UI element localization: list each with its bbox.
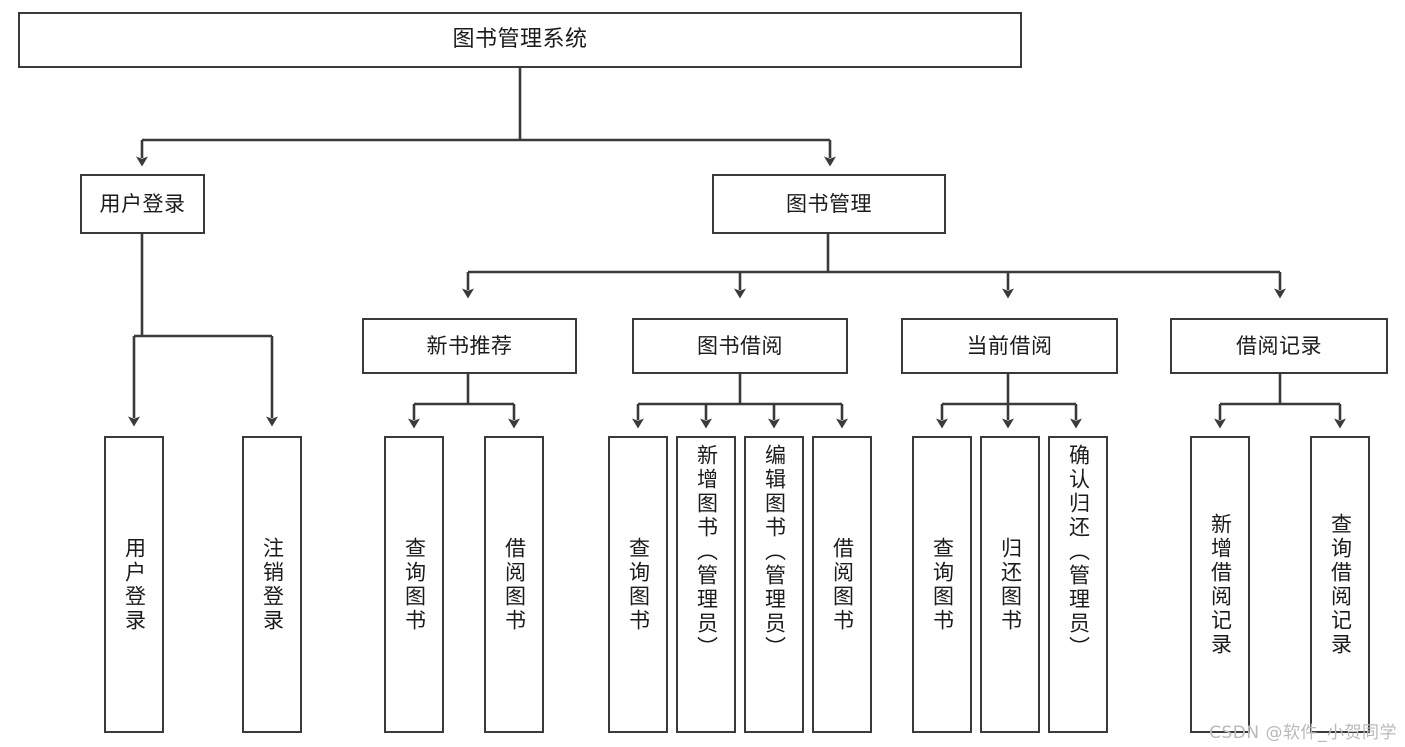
node-book-manage-label: 图书管理 [786,191,872,216]
node-leaf-add-record[interactable]: 新增借阅记录 [1190,436,1250,733]
node-leaf-query-record-label: 查询借阅记录 [1328,512,1353,657]
node-user-login[interactable]: 用户登录 [80,174,205,234]
node-leaf-borrow-book-2[interactable]: 借阅图书 [812,436,872,733]
node-leaf-query-book-3-label: 查询图书 [930,536,955,633]
node-leaf-query-book-3[interactable]: 查询图书 [912,436,972,733]
watermark-text: CSDN @软件_小贺同学 [1209,723,1397,743]
node-leaf-query-book-2-label: 查询图书 [626,536,651,633]
node-leaf-edit-book-label: 编辑图书（管理员） [762,444,787,660]
node-user-login-label: 用户登录 [99,191,186,216]
node-leaf-edit-book[interactable]: 编辑图书（管理员） [744,436,804,733]
node-leaf-confirm-return-label: 确认归还（管理员） [1066,444,1091,660]
node-root-label: 图书管理系统 [452,27,588,53]
node-borrow-record[interactable]: 借阅记录 [1170,318,1388,374]
node-borrow-record-label: 借阅记录 [1236,333,1322,358]
node-leaf-user-logout-label: 注销登录 [260,536,285,633]
node-root[interactable]: 图书管理系统 [18,12,1022,68]
node-leaf-query-book-1-label: 查询图书 [402,536,427,633]
node-book-borrow-label: 图书借阅 [697,333,783,358]
node-leaf-return-book-label: 归还图书 [998,536,1023,633]
node-leaf-user-login-label: 用户登录 [122,536,147,633]
node-current-borrow-label: 当前借阅 [966,333,1053,358]
node-leaf-add-record-label: 新增借阅记录 [1208,512,1233,657]
node-leaf-add-book[interactable]: 新增图书（管理员） [676,436,736,733]
node-book-manage[interactable]: 图书管理 [712,174,946,234]
node-book-borrow[interactable]: 图书借阅 [632,318,848,374]
node-leaf-query-book-1[interactable]: 查询图书 [384,436,444,733]
node-leaf-borrow-book-1[interactable]: 借阅图书 [484,436,544,733]
node-new-book-rec-label: 新书推荐 [426,333,513,358]
node-leaf-query-book-2[interactable]: 查询图书 [608,436,668,733]
node-leaf-confirm-return[interactable]: 确认归还（管理员） [1048,436,1108,733]
node-new-book-rec[interactable]: 新书推荐 [362,318,577,374]
node-leaf-borrow-book-2-label: 借阅图书 [830,536,855,633]
node-leaf-query-record[interactable]: 查询借阅记录 [1310,436,1370,733]
node-current-borrow[interactable]: 当前借阅 [901,318,1118,374]
node-leaf-user-logout[interactable]: 注销登录 [242,436,302,733]
node-leaf-borrow-book-1-label: 借阅图书 [502,536,527,633]
node-leaf-return-book[interactable]: 归还图书 [980,436,1040,733]
node-leaf-add-book-label: 新增图书（管理员） [694,444,719,660]
node-leaf-user-login[interactable]: 用户登录 [104,436,164,733]
